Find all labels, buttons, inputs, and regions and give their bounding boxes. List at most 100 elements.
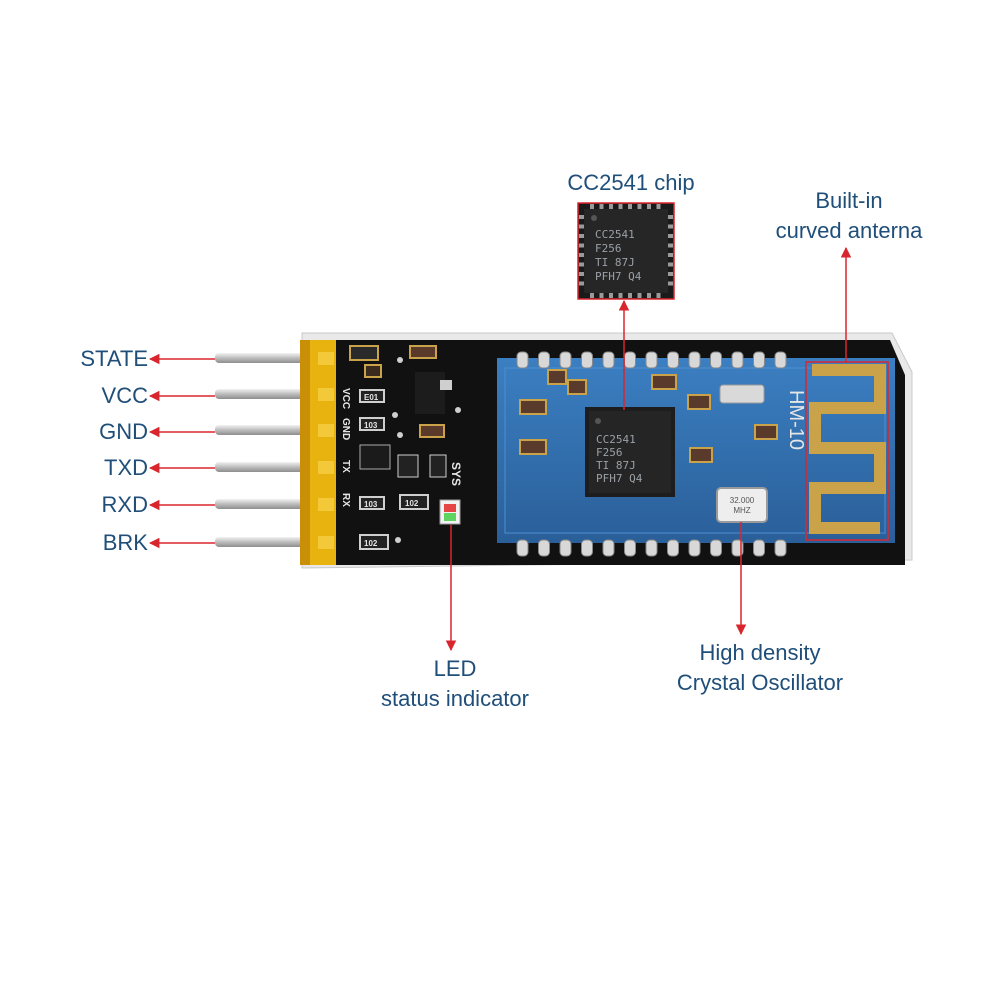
chip-pin xyxy=(656,293,661,298)
pin-label-brk: BRK xyxy=(102,530,148,555)
chip-pin xyxy=(647,293,651,298)
castellated-pad-top xyxy=(538,351,550,369)
callout-led-line2: status indicator xyxy=(381,686,529,711)
castellated-pad-top xyxy=(667,351,679,369)
chip-pin xyxy=(637,204,642,209)
pin-label-vcc: VCC xyxy=(101,383,148,408)
chip-inset: CC2541 F256 TI 87J PFH7 Q4 xyxy=(577,202,675,300)
silkscreen-labels: VCC GND TX RX SYS xyxy=(340,388,463,507)
module-chip-line1: CC2541 xyxy=(596,433,636,446)
chip-pin xyxy=(668,281,673,286)
chip-pin xyxy=(590,293,594,298)
pin-label-rxd: RXD xyxy=(101,492,148,517)
smd-components: E01 103 103 102 102 xyxy=(349,345,461,550)
callout-antenna: Built-in curved anterna xyxy=(776,186,923,246)
pin-label-txd: TXD xyxy=(104,455,148,480)
castellated-pad-top xyxy=(581,351,593,369)
callout-led: LED status indicator xyxy=(381,654,529,714)
silk-tx: TX xyxy=(340,460,351,473)
module-chip: CC2541 F256 TI 87J PFH7 Q4 xyxy=(585,407,675,497)
module-chip-line4: PFH7 Q4 xyxy=(596,472,643,485)
callout-oscillator: High density Crystal Oscillator xyxy=(677,638,843,698)
castellated-pad-bottom xyxy=(538,539,550,557)
castellated-pad-bottom xyxy=(667,539,679,557)
crystal-line2: MHZ xyxy=(733,506,750,515)
castellated-pad-top xyxy=(774,351,787,369)
chip-pin xyxy=(590,204,594,209)
pcb-antenna xyxy=(805,361,889,541)
silk-rx: RX xyxy=(340,493,351,507)
callout-oscillator-line1: High density xyxy=(699,640,821,665)
silk-sys: SYS xyxy=(449,462,463,486)
module-chip-line2: F256 xyxy=(596,446,623,459)
castellated-pad-top xyxy=(624,351,636,369)
chip-pin xyxy=(668,272,673,276)
castellated-pad-top xyxy=(688,351,701,369)
chip-pin xyxy=(579,272,584,276)
callout-antenna-line2: curved anterna xyxy=(775,218,923,243)
chip-pin xyxy=(668,253,673,257)
chip-pin xyxy=(579,234,584,238)
pin-label-state: STATE xyxy=(80,346,148,371)
chip-pin xyxy=(618,204,623,209)
pin-arrows xyxy=(148,353,215,549)
castellated-pad-bottom xyxy=(645,539,658,557)
pin-label-gnd: GND xyxy=(99,419,148,444)
silk-103b: 103 xyxy=(364,500,378,509)
callout-led-line1: LED xyxy=(433,656,477,681)
chip-pin xyxy=(609,204,613,209)
chip-pin xyxy=(579,262,584,267)
chip-pin xyxy=(579,224,584,229)
castellated-pad-bottom xyxy=(688,539,701,557)
castellated-pad-top xyxy=(710,351,722,369)
chip-pin xyxy=(647,204,651,209)
chip-pin xyxy=(618,293,623,298)
crystal-oscillator: 32.000 MHZ xyxy=(716,487,768,523)
castellated-pad-bottom xyxy=(774,539,787,557)
silk-103a: 103 xyxy=(364,421,378,430)
castellated-pad-bottom xyxy=(710,539,722,557)
chip-pin xyxy=(668,215,673,219)
chip-pin xyxy=(668,262,673,267)
silk-vcc: VCC xyxy=(340,388,351,409)
pin-header xyxy=(300,340,336,565)
chip-pin xyxy=(628,293,632,298)
castellated-pad-top xyxy=(559,351,572,369)
castellated-pad-bottom xyxy=(516,539,529,557)
castellated-pad-top xyxy=(602,351,615,369)
castellated-pad-top xyxy=(645,351,658,369)
castellated-pad-bottom xyxy=(581,539,593,557)
crystal-line1: 32.000 xyxy=(730,496,755,505)
castellated-pad-bottom xyxy=(559,539,572,557)
inset-chip-line4: PFH7 Q4 xyxy=(595,270,642,283)
silk-e01: E01 xyxy=(364,393,379,402)
inset-chip-line1: CC2541 xyxy=(595,228,635,241)
chip-pin xyxy=(668,243,673,248)
chip-pin xyxy=(579,215,584,219)
status-led xyxy=(439,499,461,525)
module-chip-line3: TI 87J xyxy=(596,459,636,472)
castellated-pad-top xyxy=(731,351,744,369)
chip-pin xyxy=(609,293,613,298)
castellated-pad-top xyxy=(753,351,765,369)
silk-102b: 102 xyxy=(405,499,419,508)
castellated-pad-bottom xyxy=(624,539,636,557)
chip-pin xyxy=(579,281,584,286)
chip-pin xyxy=(668,224,673,229)
inset-chip-line3: TI 87J xyxy=(595,256,635,269)
inset-chip-line2: F256 xyxy=(595,242,622,255)
silk-102a: 102 xyxy=(364,539,378,548)
castellated-pad-bottom xyxy=(753,539,765,557)
chip-pin xyxy=(637,293,642,298)
module-marking: HM-10 xyxy=(785,390,807,450)
callout-oscillator-line2: Crystal Oscillator xyxy=(676,670,844,695)
callout-arrows xyxy=(445,246,852,652)
callout-chip: CC2541 chip xyxy=(567,170,695,195)
module-components xyxy=(519,369,778,463)
chip-pin xyxy=(668,234,673,238)
chip-pin xyxy=(579,243,584,248)
chip-pin xyxy=(579,253,584,257)
silk-gnd: GND xyxy=(340,418,351,440)
chip-pin xyxy=(599,293,604,298)
